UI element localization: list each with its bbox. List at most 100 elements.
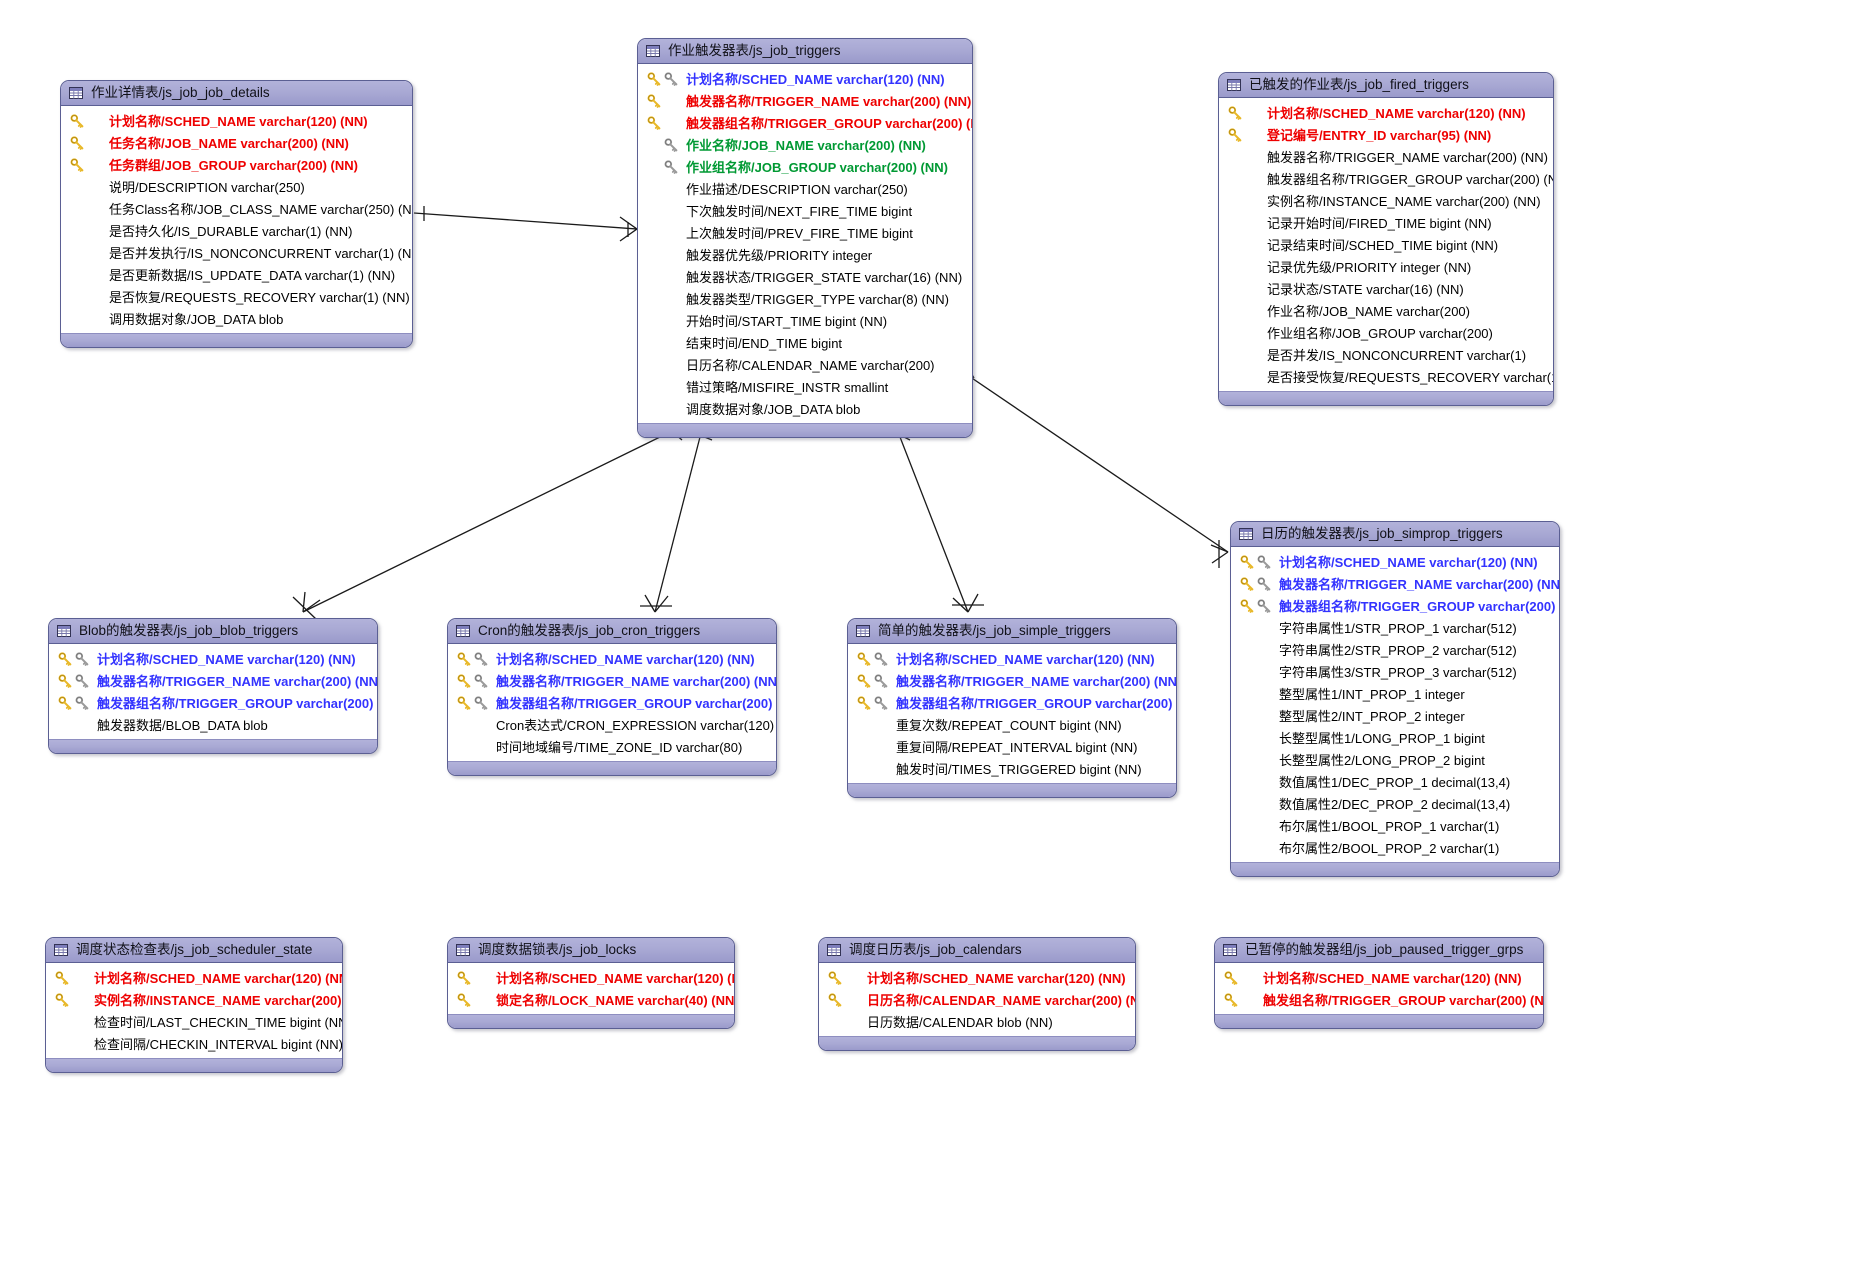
- entity-locks[interactable]: 调度数据锁表/js_job_locks 计划名称/SCHED_NAME varch…: [447, 937, 735, 1029]
- entity-header-simprop_triggers[interactable]: 日历的触发器表/js_job_simprop_triggers: [1231, 522, 1559, 547]
- attribute-row[interactable]: 触发器名称/TRIGGER_NAME varchar(200) (NN): [1231, 573, 1559, 595]
- attribute-row[interactable]: 作业组名称/JOB_GROUP varchar(200) (NN): [638, 156, 972, 178]
- entity-header-fired_triggers[interactable]: 已触发的作业表/js_job_fired_triggers: [1219, 73, 1553, 98]
- attribute-row[interactable]: 计划名称/SCHED_NAME varchar(120) (NN): [1215, 967, 1543, 989]
- attribute-row[interactable]: 错过策略/MISFIRE_INSTR smallint: [638, 376, 972, 398]
- attribute-row[interactable]: 任务名称/JOB_NAME varchar(200) (NN): [61, 132, 412, 154]
- attribute-row[interactable]: 触发器组名称/TRIGGER_GROUP varchar(200) (NN): [1231, 595, 1559, 617]
- entity-fired_triggers[interactable]: 已触发的作业表/js_job_fired_triggers 计划名称/SCHED_…: [1218, 72, 1554, 406]
- entity-header-job_triggers[interactable]: 作业触发器表/js_job_triggers: [638, 39, 972, 64]
- attribute-row[interactable]: 是否更新数据/IS_UPDATE_DATA varchar(1) (NN): [61, 264, 412, 286]
- entity-cron_triggers[interactable]: Cron的触发器表/js_job_cron_triggers 计划名称/SCHED…: [447, 618, 777, 776]
- attribute-row[interactable]: 整型属性2/INT_PROP_2 integer: [1231, 705, 1559, 727]
- attribute-row[interactable]: 触发器数据/BLOB_DATA blob: [49, 714, 377, 736]
- attribute-row[interactable]: 日历名称/CALENDAR_NAME varchar(200) (NN): [819, 989, 1135, 1011]
- entity-job_triggers[interactable]: 作业触发器表/js_job_triggers 计划名称/SCHED_NAME va…: [637, 38, 973, 438]
- attribute-row[interactable]: 记录状态/STATE varchar(16) (NN): [1219, 278, 1553, 300]
- attribute-row[interactable]: 任务Class名称/JOB_CLASS_NAME varchar(250) (N…: [61, 198, 412, 220]
- attribute-row[interactable]: 计划名称/SCHED_NAME varchar(120) (NN): [848, 648, 1176, 670]
- attribute-row[interactable]: 检查时间/LAST_CHECKIN_TIME bigint (NN): [46, 1011, 342, 1033]
- attribute-row[interactable]: 计划名称/SCHED_NAME varchar(120) (NN): [448, 648, 776, 670]
- attribute-row[interactable]: 计划名称/SCHED_NAME varchar(120) (NN): [638, 68, 972, 90]
- attribute-row[interactable]: 触发器组名称/TRIGGER_GROUP varchar(200) (NN): [448, 692, 776, 714]
- attribute-row[interactable]: 时间地域编号/TIME_ZONE_ID varchar(80): [448, 736, 776, 758]
- attribute-row[interactable]: 作业名称/JOB_NAME varchar(200) (NN): [638, 134, 972, 156]
- attribute-row[interactable]: 计划名称/SCHED_NAME varchar(120) (NN): [49, 648, 377, 670]
- entity-header-cron_triggers[interactable]: Cron的触发器表/js_job_cron_triggers: [448, 619, 776, 644]
- attribute-row[interactable]: 重复次数/REPEAT_COUNT bigint (NN): [848, 714, 1176, 736]
- attribute-row[interactable]: 触发器名称/TRIGGER_NAME varchar(200) (NN): [848, 670, 1176, 692]
- attribute-row[interactable]: 布尔属性1/BOOL_PROP_1 varchar(1): [1231, 815, 1559, 837]
- entity-header-job_details[interactable]: 作业详情表/js_job_job_details: [61, 81, 412, 106]
- attribute-row[interactable]: 任务群组/JOB_GROUP varchar(200) (NN): [61, 154, 412, 176]
- attribute-row[interactable]: 触发器组名称/TRIGGER_GROUP varchar(200) (NN): [49, 692, 377, 714]
- attribute-row[interactable]: 数值属性1/DEC_PROP_1 decimal(13,4): [1231, 771, 1559, 793]
- attribute-row[interactable]: 调度数据对象/JOB_DATA blob: [638, 398, 972, 420]
- attribute-row[interactable]: 长整型属性2/LONG_PROP_2 bigint: [1231, 749, 1559, 771]
- attribute-row[interactable]: 说明/DESCRIPTION varchar(250): [61, 176, 412, 198]
- attribute-row[interactable]: 计划名称/SCHED_NAME varchar(120) (NN): [819, 967, 1135, 989]
- attribute-row[interactable]: 实例名称/INSTANCE_NAME varchar(200) (NN): [1219, 190, 1553, 212]
- attribute-row[interactable]: 开始时间/START_TIME bigint (NN): [638, 310, 972, 332]
- attribute-row[interactable]: 锁定名称/LOCK_NAME varchar(40) (NN): [448, 989, 734, 1011]
- attribute-row[interactable]: 是否并发/IS_NONCONCURRENT varchar(1): [1219, 344, 1553, 366]
- attribute-row[interactable]: 是否接受恢复/REQUESTS_RECOVERY varchar(1): [1219, 366, 1553, 388]
- attribute-row[interactable]: 字符串属性1/STR_PROP_1 varchar(512): [1231, 617, 1559, 639]
- attribute-row[interactable]: 调用数据对象/JOB_DATA blob: [61, 308, 412, 330]
- entity-header-locks[interactable]: 调度数据锁表/js_job_locks: [448, 938, 734, 963]
- attribute-row[interactable]: 日历数据/CALENDAR blob (NN): [819, 1011, 1135, 1033]
- attribute-row[interactable]: 是否持久化/IS_DURABLE varchar(1) (NN): [61, 220, 412, 242]
- attribute-row[interactable]: 实例名称/INSTANCE_NAME varchar(200) (NN): [46, 989, 342, 1011]
- entity-calendars[interactable]: 调度日历表/js_job_calendars 计划名称/SCHED_NAME va…: [818, 937, 1136, 1051]
- attribute-row[interactable]: 数值属性2/DEC_PROP_2 decimal(13,4): [1231, 793, 1559, 815]
- attribute-row[interactable]: 作业描述/DESCRIPTION varchar(250): [638, 178, 972, 200]
- attribute-row[interactable]: 登记编号/ENTRY_ID varchar(95) (NN): [1219, 124, 1553, 146]
- attribute-row[interactable]: 记录开始时间/FIRED_TIME bigint (NN): [1219, 212, 1553, 234]
- attribute-row[interactable]: 布尔属性2/BOOL_PROP_2 varchar(1): [1231, 837, 1559, 859]
- attribute-row[interactable]: 触发器状态/TRIGGER_STATE varchar(16) (NN): [638, 266, 972, 288]
- entity-header-paused_trigger_grps[interactable]: 已暂停的触发器组/js_job_paused_trigger_grps: [1215, 938, 1543, 963]
- attribute-row[interactable]: 触发器优先级/PRIORITY integer: [638, 244, 972, 266]
- entity-header-calendars[interactable]: 调度日历表/js_job_calendars: [819, 938, 1135, 963]
- entity-paused_trigger_grps[interactable]: 已暂停的触发器组/js_job_paused_trigger_grps 计划名称/…: [1214, 937, 1544, 1029]
- attribute-row[interactable]: 触发器组名称/TRIGGER_GROUP varchar(200) (NN): [1219, 168, 1553, 190]
- attribute-row[interactable]: 整型属性1/INT_PROP_1 integer: [1231, 683, 1559, 705]
- attribute-row[interactable]: 计划名称/SCHED_NAME varchar(120) (NN): [448, 967, 734, 989]
- attribute-row[interactable]: 计划名称/SCHED_NAME varchar(120) (NN): [1219, 102, 1553, 124]
- attribute-row[interactable]: 是否恢复/REQUESTS_RECOVERY varchar(1) (NN): [61, 286, 412, 308]
- attribute-row[interactable]: 长整型属性1/LONG_PROP_1 bigint: [1231, 727, 1559, 749]
- attribute-row[interactable]: 记录优先级/PRIORITY integer (NN): [1219, 256, 1553, 278]
- attribute-row[interactable]: 字符串属性3/STR_PROP_3 varchar(512): [1231, 661, 1559, 683]
- entity-header-simple_triggers[interactable]: 简单的触发器表/js_job_simple_triggers: [848, 619, 1176, 644]
- attribute-row[interactable]: 结束时间/END_TIME bigint: [638, 332, 972, 354]
- attribute-row[interactable]: 计划名称/SCHED_NAME varchar(120) (NN): [61, 110, 412, 132]
- attribute-row[interactable]: 下次触发时间/NEXT_FIRE_TIME bigint: [638, 200, 972, 222]
- attribute-row[interactable]: 计划名称/SCHED_NAME varchar(120) (NN): [1231, 551, 1559, 573]
- entity-simprop_triggers[interactable]: 日历的触发器表/js_job_simprop_triggers 计划名称/SCHE…: [1230, 521, 1560, 877]
- attribute-row[interactable]: 计划名称/SCHED_NAME varchar(120) (NN): [46, 967, 342, 989]
- attribute-row[interactable]: 作业组名称/JOB_GROUP varchar(200): [1219, 322, 1553, 344]
- attribute-row[interactable]: 检查间隔/CHECKIN_INTERVAL bigint (NN): [46, 1033, 342, 1055]
- attribute-row[interactable]: 触发器名称/TRIGGER_NAME varchar(200) (NN): [49, 670, 377, 692]
- attribute-row[interactable]: 字符串属性2/STR_PROP_2 varchar(512): [1231, 639, 1559, 661]
- attribute-row[interactable]: 触发器名称/TRIGGER_NAME varchar(200) (NN): [448, 670, 776, 692]
- attribute-row[interactable]: 作业名称/JOB_NAME varchar(200): [1219, 300, 1553, 322]
- entity-header-blob_triggers[interactable]: Blob的触发器表/js_job_blob_triggers: [49, 619, 377, 644]
- entity-scheduler_state[interactable]: 调度状态检查表/js_job_scheduler_state 计划名称/SCHED…: [45, 937, 343, 1073]
- attribute-row[interactable]: 触发器组名称/TRIGGER_GROUP varchar(200) (NN): [848, 692, 1176, 714]
- attribute-row[interactable]: 触发器类型/TRIGGER_TYPE varchar(8) (NN): [638, 288, 972, 310]
- attribute-row[interactable]: 上次触发时间/PREV_FIRE_TIME bigint: [638, 222, 972, 244]
- attribute-row[interactable]: 触发器名称/TRIGGER_NAME varchar(200) (NN): [638, 90, 972, 112]
- attribute-row[interactable]: 触发组名称/TRIGGER_GROUP varchar(200) (NN): [1215, 989, 1543, 1011]
- entity-header-scheduler_state[interactable]: 调度状态检查表/js_job_scheduler_state: [46, 938, 342, 963]
- attribute-row[interactable]: 记录结束时间/SCHED_TIME bigint (NN): [1219, 234, 1553, 256]
- attribute-row[interactable]: Cron表达式/CRON_EXPRESSION varchar(120) (NN…: [448, 714, 776, 736]
- attribute-row[interactable]: 触发器组名称/TRIGGER_GROUP varchar(200) (NN): [638, 112, 972, 134]
- attribute-row[interactable]: 触发时间/TIMES_TRIGGERED bigint (NN): [848, 758, 1176, 780]
- attribute-row[interactable]: 重复间隔/REPEAT_INTERVAL bigint (NN): [848, 736, 1176, 758]
- entity-simple_triggers[interactable]: 简单的触发器表/js_job_simple_triggers 计划名称/SCHED…: [847, 618, 1177, 798]
- attribute-row[interactable]: 日历名称/CALENDAR_NAME varchar(200): [638, 354, 972, 376]
- entity-job_details[interactable]: 作业详情表/js_job_job_details 计划名称/SCHED_NAME …: [60, 80, 413, 348]
- attribute-row[interactable]: 触发器名称/TRIGGER_NAME varchar(200) (NN): [1219, 146, 1553, 168]
- attribute-row[interactable]: 是否并发执行/IS_NONCONCURRENT varchar(1) (NN): [61, 242, 412, 264]
